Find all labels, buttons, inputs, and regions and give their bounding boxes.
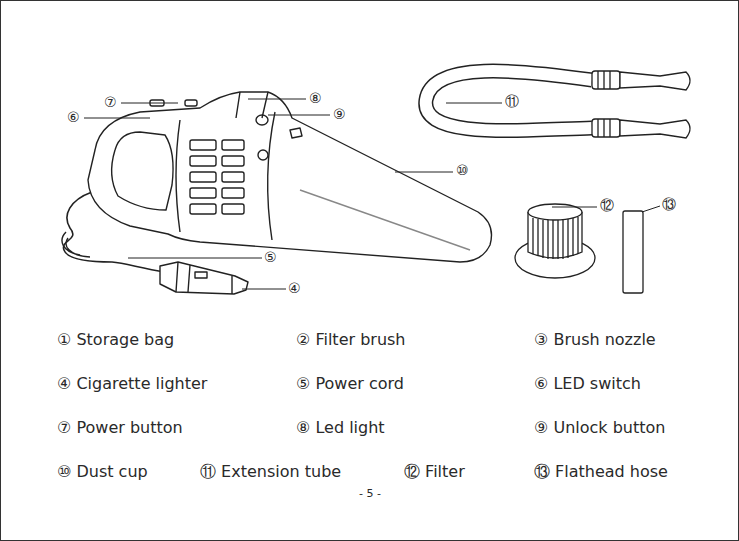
callout-number: ⑥	[67, 109, 80, 126]
flathead-drawing	[623, 211, 643, 293]
leader-lines	[84, 99, 660, 289]
callout-number: ⑤	[264, 249, 277, 266]
callout-number: ⑬	[662, 196, 676, 213]
part-label: ④ Cigarette lighter	[57, 374, 207, 393]
callout-number: ④	[288, 280, 301, 297]
part-label: ⑫ Filter	[404, 462, 465, 481]
part-label: ⑥ LED switch	[534, 374, 641, 393]
part-label: ② Filter brush	[296, 330, 406, 349]
part-label: ⑦ Power button	[57, 418, 183, 437]
callout-number: ⑨	[333, 106, 346, 123]
callout-number: ⑧	[309, 90, 322, 107]
part-label: ⑧ Led light	[296, 418, 385, 437]
part-label: ⑨ Unlock button	[534, 418, 665, 437]
part-label: ⑩ Dust cup	[57, 462, 148, 481]
callout-number: ⑫	[600, 197, 614, 214]
callout-number: ⑦	[104, 94, 117, 111]
callout-number: ⑪	[505, 93, 519, 110]
part-label: ⑪ Extension tube	[200, 462, 341, 481]
part-label: ⑤ Power cord	[296, 374, 404, 393]
part-label: ⑬ Flathead hose	[534, 462, 668, 481]
page-number: - 5 -	[359, 487, 381, 500]
part-label: ③ Brush nozzle	[534, 330, 656, 349]
callout-number: ⑩	[456, 162, 469, 179]
hose-drawing	[426, 71, 690, 138]
part-label: ① Storage bag	[57, 330, 174, 349]
filter-drawing	[515, 204, 595, 278]
